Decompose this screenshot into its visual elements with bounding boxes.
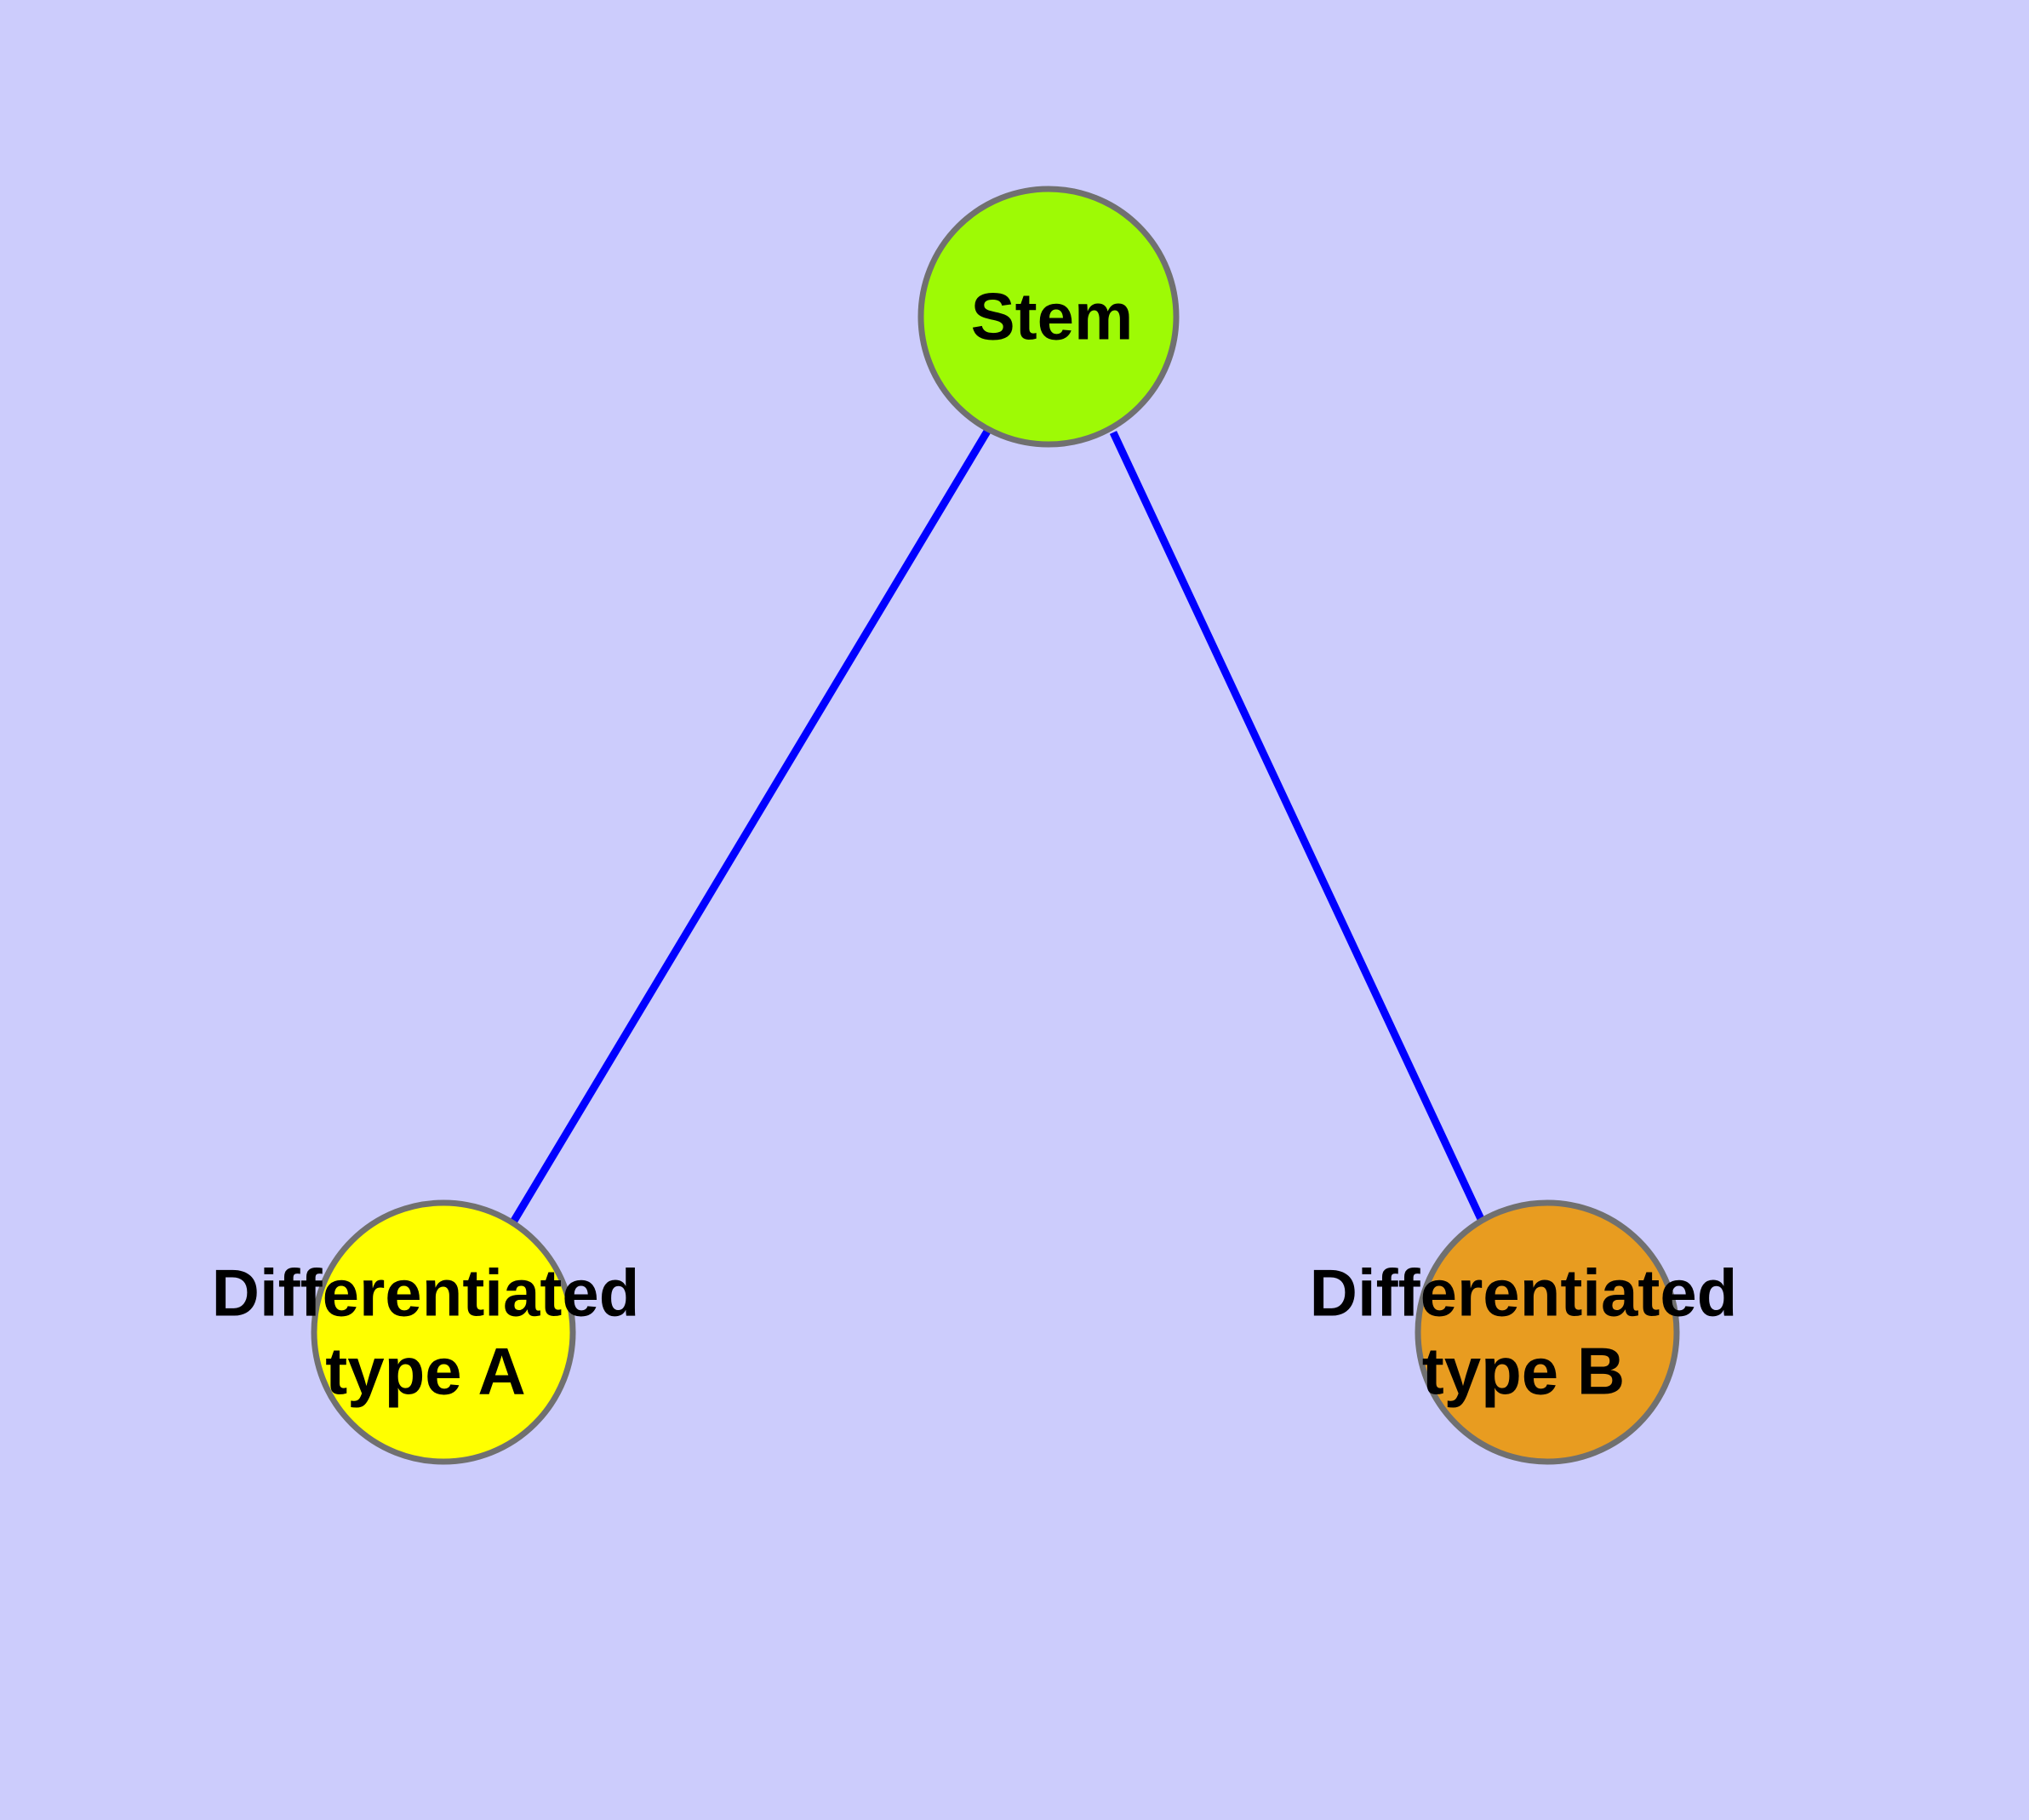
node-differentiated-type-b-circle[interactable]: [1415, 1199, 1680, 1465]
node-label-line: Stem: [971, 279, 1134, 354]
node-layer: [311, 186, 1680, 1465]
node-label-line: type B: [1422, 1334, 1625, 1409]
edge-stem-to-differentiated-type-a[interactable]: [511, 427, 992, 1223]
node-differentiated-type-a[interactable]: [311, 1199, 576, 1465]
node-stem-circle[interactable]: [917, 186, 1180, 448]
node-differentiated-type-a-circle[interactable]: [311, 1199, 576, 1465]
node-differentiated-type-b[interactable]: [1415, 1199, 1680, 1465]
node-label-line: Differentiated: [1310, 1256, 1738, 1331]
node-label-line: Differentiated: [212, 1256, 640, 1331]
edge-layer: [511, 427, 1485, 1223]
node-stem[interactable]: [917, 186, 1180, 448]
node-label-line: type A: [325, 1334, 526, 1409]
edge-stem-to-differentiated-type-b[interactable]: [1109, 431, 1485, 1221]
node-stem-label: Stem: [971, 279, 1134, 354]
